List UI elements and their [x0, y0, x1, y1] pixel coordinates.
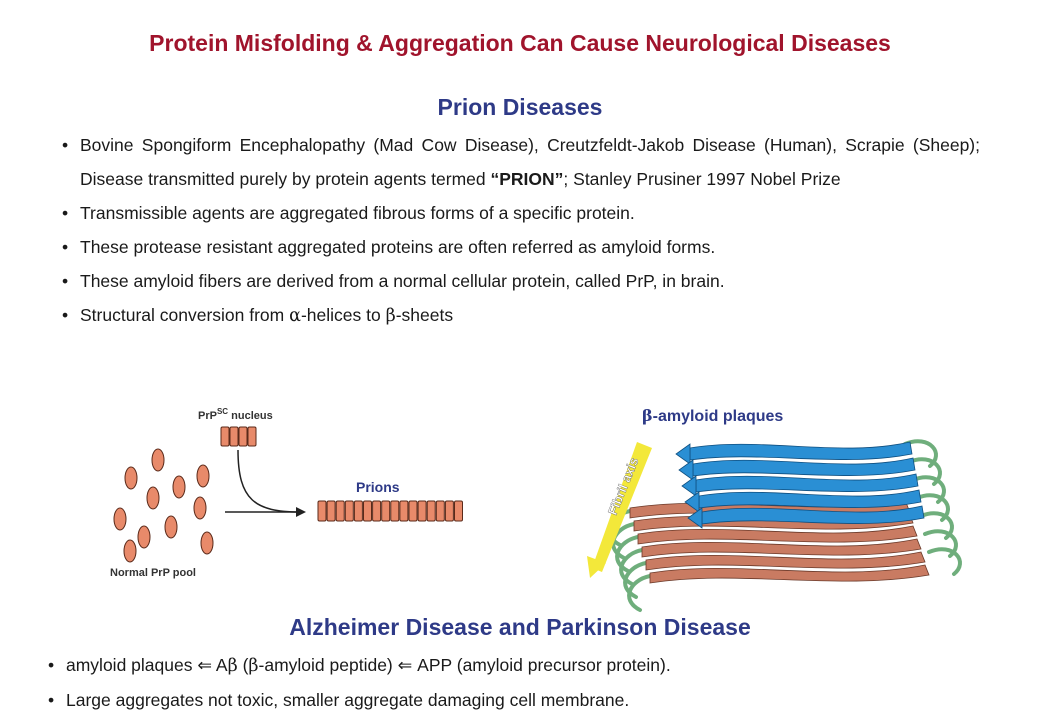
nucleus-monomer — [247, 426, 257, 447]
beta-symbol: β — [248, 656, 259, 676]
beta-strand — [698, 489, 922, 509]
bullet-text: These protease resistant aggregated prot… — [80, 237, 716, 257]
prion-monomer — [454, 500, 463, 522]
prp-monomer — [196, 464, 210, 488]
prion-monomer — [435, 500, 445, 522]
beta-strand — [689, 441, 913, 461]
strand-arrow-icon — [681, 475, 697, 497]
bullet-text: ; Stanley Prusiner 1997 Nobel Prize — [563, 169, 841, 189]
nucleus-monomer — [229, 426, 239, 447]
fibril-loop — [615, 535, 640, 573]
prp-monomer — [113, 507, 127, 531]
slide-title: Protein Misfolding & Aggregation Can Cau… — [149, 30, 891, 56]
normal-prp-pool — [113, 448, 214, 563]
prion-monomer — [317, 500, 327, 522]
prp-sc-nucleus — [220, 426, 257, 447]
plaques-label: β-amyloid plaques — [642, 406, 783, 425]
fibril-loop — [927, 547, 962, 576]
strand-arrow-icon — [675, 443, 691, 465]
beta-strand-lower — [637, 525, 918, 545]
prion-monomer — [399, 500, 409, 522]
prion-monomer — [444, 500, 454, 522]
beta-strand-lower — [641, 538, 922, 558]
strand-arrow-icon — [687, 507, 703, 529]
prion-monomer — [417, 500, 427, 522]
bullet-text: amyloid plaques — [66, 655, 198, 675]
beta-strand — [695, 473, 919, 493]
strand-arrow-icon — [678, 459, 694, 481]
prp-monomer — [123, 539, 137, 563]
prion-monomer — [426, 500, 436, 522]
prion-monomer — [353, 500, 363, 522]
prion-bullet-list: Bovine Spongiform Encephalopathy (Mad Co… — [62, 128, 980, 333]
prp-monomer — [137, 525, 151, 549]
prion-heading: Prion Diseases — [437, 94, 603, 120]
prion-bullet-2: Transmissible agents are aggregated fibr… — [62, 196, 980, 230]
prion-bullet-4: These amyloid fibers are derived from a … — [62, 264, 980, 298]
bullet-text: These amyloid fibers are derived from a … — [80, 271, 725, 291]
prion-monomer — [363, 500, 372, 522]
prp-monomer — [164, 515, 178, 539]
nucleus-monomer — [220, 426, 230, 447]
prion-term: “PRION” — [490, 169, 564, 189]
alpha-symbol: α — [289, 306, 301, 326]
bullet-text: -amyloid peptide) — [258, 655, 398, 675]
bullet-text: Transmissible agents are aggregated fibr… — [80, 203, 635, 223]
fibril-axis-arrow — [592, 442, 652, 572]
beta-strand-lower — [645, 551, 926, 571]
prp-monomer — [124, 466, 138, 490]
prp-monomer — [193, 496, 207, 520]
bullet-text: APP (amyloid precursor protein). — [412, 655, 671, 675]
prion-monomer — [335, 500, 345, 522]
prion-fibril-chain — [317, 500, 463, 522]
prp-monomer — [200, 531, 214, 555]
prion-monomer — [372, 500, 382, 522]
bullet-text: ( — [237, 655, 249, 675]
bullet-text: Structural conversion from — [80, 305, 290, 325]
beta-symbol: β — [227, 656, 238, 676]
beta-symbol: β — [385, 306, 396, 326]
beta-sheet-fibril — [607, 439, 962, 612]
beta-strand-lower — [649, 564, 930, 584]
prion-monomer — [326, 500, 336, 522]
bullet-text: -sheets — [395, 305, 454, 325]
alzheimer-bullet-1: amyloid plaques ⇐ Aβ (β-amyloid peptide)… — [48, 648, 1006, 683]
fibril-loop — [619, 548, 644, 586]
bullet-text: Bovine Spongiform Encephalopathy (Mad Co… — [80, 135, 980, 189]
prions-label: Prions — [356, 479, 400, 495]
prp-monomer — [151, 448, 165, 472]
alzheimer-bullet-2: Large aggregates not toxic, smaller aggr… — [48, 683, 1006, 717]
prion-monomer — [408, 500, 418, 522]
beta-strand — [692, 457, 916, 477]
prion-bullet-3: These protease resistant aggregated prot… — [62, 230, 980, 264]
nucleus-monomer — [238, 426, 248, 447]
left-arrow-icon: ⇐ — [397, 655, 413, 675]
prp-monomer — [172, 475, 186, 499]
strand-arrow-icon — [684, 491, 700, 513]
fibril-loop — [627, 574, 652, 612]
nucleation-curve — [237, 449, 301, 513]
prion-monomer — [390, 500, 400, 522]
prion-monomer — [381, 500, 391, 522]
bullet-text: A — [212, 655, 228, 675]
prion-bullet-1: Bovine Spongiform Encephalopathy (Mad Co… — [62, 128, 980, 196]
prp-monomer — [146, 486, 160, 510]
bullet-text: -helices to — [300, 305, 386, 325]
alzheimer-heading: Alzheimer Disease and Parkinson Disease — [289, 614, 751, 640]
beta-strand — [701, 505, 925, 525]
bullet-text: Large aggregates not toxic, smaller aggr… — [66, 690, 630, 710]
arrow-head-icon — [296, 507, 306, 517]
alzheimer-bullet-list: amyloid plaques ⇐ Aβ (β-amyloid peptide)… — [48, 648, 1006, 717]
pool-label: Normal PrP pool — [110, 567, 196, 579]
nucleus-label: PrPSC nucleus — [198, 407, 273, 422]
prion-monomer — [344, 500, 354, 522]
left-arrow-icon: ⇐ — [197, 655, 212, 675]
axis-arrow-head-icon — [587, 556, 606, 578]
prion-bullet-5: Structural conversion from α-helices to … — [62, 298, 980, 333]
fibril-loop — [623, 561, 648, 599]
